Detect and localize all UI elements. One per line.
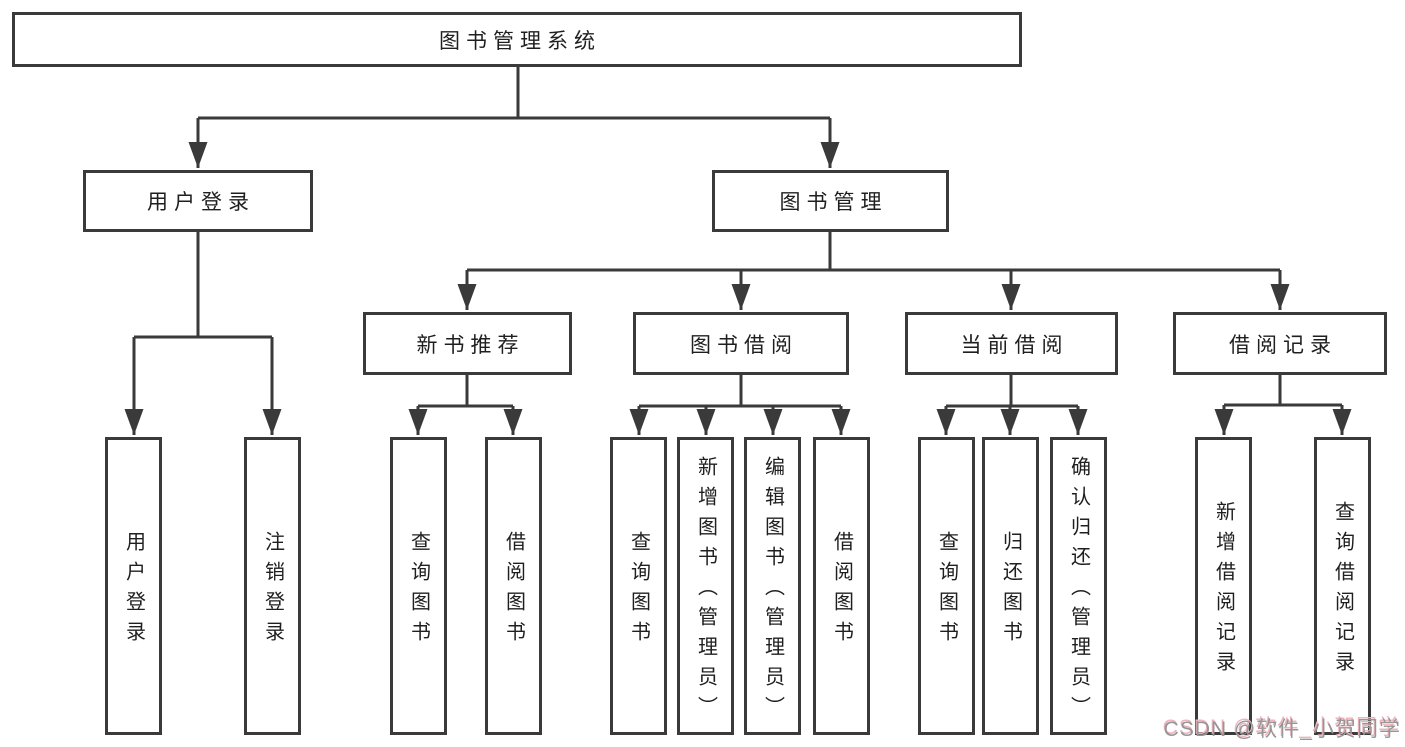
leaf-label: 用户登录 [122, 531, 145, 651]
leaf-label: 借阅图书 [830, 531, 853, 651]
leaf-user-login-action: 用户登录 [105, 437, 162, 735]
leaf-label: 查询图书 [935, 531, 958, 651]
leaf-edit-books-admin: 编辑图书（管理员） [744, 437, 801, 735]
node-label: 图书借阅 [690, 333, 798, 357]
node-label: 当前借阅 [960, 333, 1069, 357]
leaf-label: 新增图书（管理员） [694, 456, 717, 726]
node-library-management-system: 图书管理系统 [12, 12, 1022, 67]
node-label: 图书管理 [779, 191, 888, 214]
leaf-add-books-admin: 新增图书（管理员） [677, 437, 734, 735]
leaf-label: 查询图书 [407, 531, 430, 651]
leaf-query-books-recommend: 查询图书 [390, 437, 447, 735]
leaf-confirm-return-admin: 确认归还（管理员） [1050, 437, 1107, 735]
csdn-watermark: CSDN @软件_小贺同学 [1163, 718, 1401, 741]
leaf-query-borrow-record: 查询借阅记录 [1314, 437, 1371, 735]
leaf-label: 注销登录 [261, 531, 284, 651]
leaf-label: 确认归还（管理员） [1067, 456, 1090, 726]
node-label: 图书管理系统 [439, 29, 601, 53]
leaf-query-books-current: 查询图书 [918, 437, 975, 735]
leaf-borrow-books-borrow: 借阅图书 [813, 437, 870, 735]
leaf-label: 归还图书 [999, 531, 1022, 651]
leaf-return-books: 归还图书 [982, 437, 1039, 735]
leaf-label: 借阅图书 [502, 531, 525, 651]
node-new-book-recommend: 新书推荐 [363, 312, 572, 375]
node-label: 借阅记录 [1229, 333, 1337, 357]
leaf-label: 新增借阅记录 [1212, 501, 1235, 681]
node-label: 用户登录 [147, 191, 255, 214]
leaf-label: 编辑图书（管理员） [761, 456, 784, 726]
node-label: 新书推荐 [416, 333, 525, 357]
leaf-logout-action: 注销登录 [244, 437, 301, 735]
leaf-borrow-books-recommend: 借阅图书 [485, 437, 542, 735]
node-user-login: 用户登录 [83, 170, 313, 232]
node-book-management: 图书管理 [712, 170, 949, 232]
leaf-label: 查询借阅记录 [1331, 501, 1354, 681]
leaf-label: 查询图书 [627, 531, 650, 651]
leaf-query-books-borrow: 查询图书 [610, 437, 667, 735]
leaf-add-borrow-record: 新增借阅记录 [1195, 437, 1252, 735]
node-borrow-records: 借阅记录 [1173, 312, 1387, 375]
node-current-borrow: 当前借阅 [905, 312, 1118, 375]
node-book-borrow: 图书借阅 [633, 312, 849, 375]
